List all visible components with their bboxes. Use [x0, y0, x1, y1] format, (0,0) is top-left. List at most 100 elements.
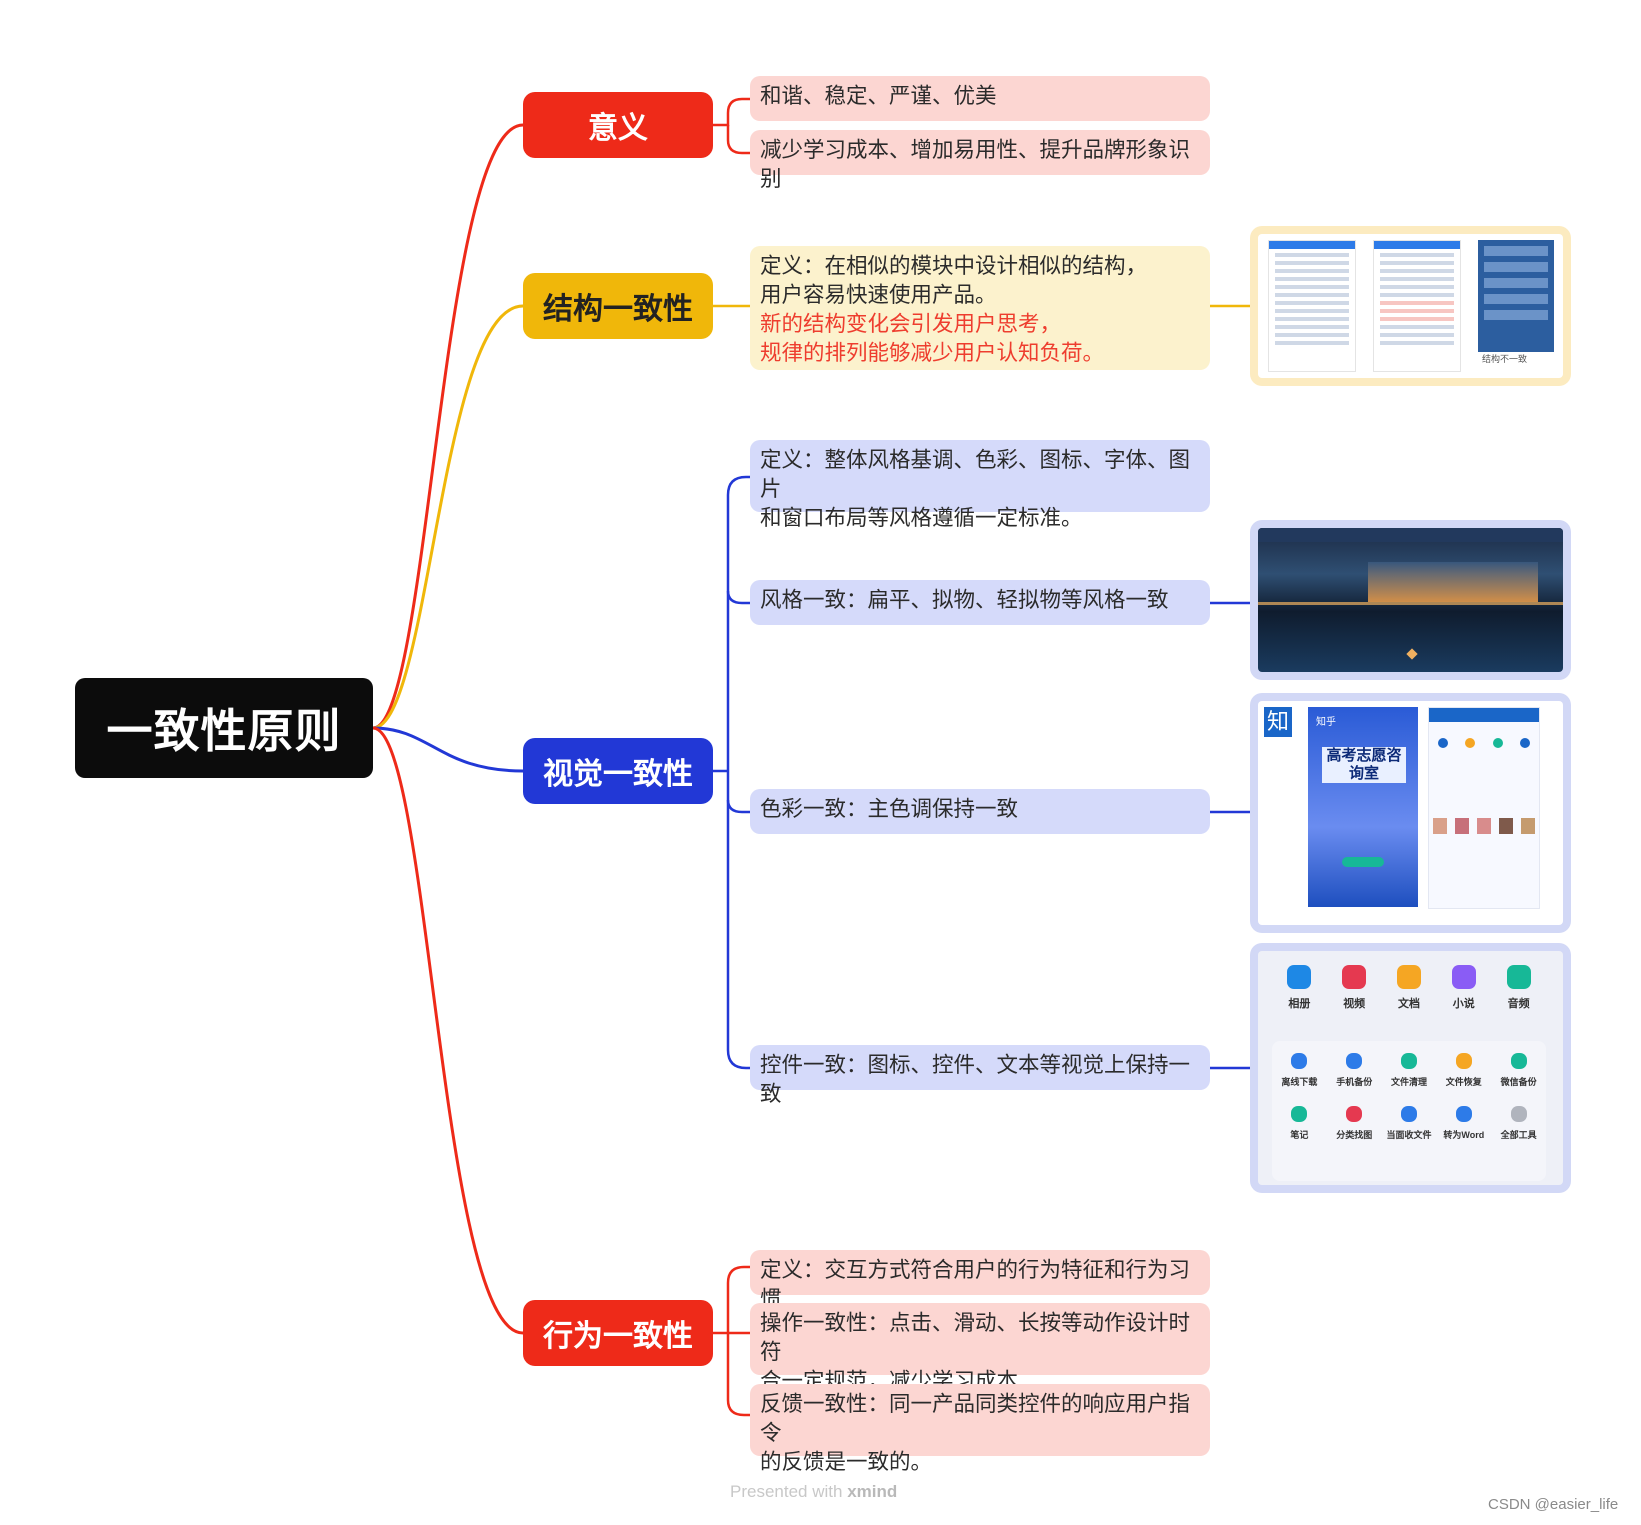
zhihu-poster-brand: 知乎 — [1316, 717, 1336, 728]
branch-behavior[interactable]: 行为一致性 — [523, 1300, 713, 1366]
behavior-operation[interactable]: 操作一致性：点击、滑动、长按等动作设计时符 合一定规范，减少学习成本 — [750, 1303, 1210, 1393]
top-app-item[interactable]: 相册 — [1272, 965, 1327, 1011]
visual-color-text: 色彩一致：主色调保持一致 — [760, 797, 1019, 821]
zhihu-app-icons — [1429, 738, 1539, 748]
tool-app-label: 分类找图 — [1336, 1130, 1373, 1140]
tool-app-item[interactable]: 文件恢复 — [1436, 1053, 1491, 1088]
branch-meaning[interactable]: 意义 — [523, 92, 713, 158]
tool-app-icon — [1455, 1053, 1472, 1069]
top-icons-grid: 相册 视频 文档 小说 音频 — [1272, 965, 1546, 1011]
visual-definition-line-2: 和窗口布局等风格遵循一定标准。 — [760, 506, 1083, 530]
tool-app-label: 微信备份 — [1500, 1077, 1537, 1087]
branch-visual[interactable]: 视觉一致性 — [523, 738, 713, 804]
root-topic[interactable]: 一致性原则 — [75, 678, 373, 778]
museum-horizon — [1258, 602, 1563, 605]
tool-app-item[interactable]: 当面收文件 — [1382, 1106, 1437, 1141]
tool-app-icon — [1291, 1106, 1308, 1122]
tool-app-item[interactable]: 离线下载 — [1272, 1053, 1327, 1088]
structure-note-line-2: 规律的排列能够减少用户认知负荷。 — [760, 341, 1105, 365]
structure-list-mock-2 — [1373, 240, 1461, 372]
color-image[interactable]: 知 知乎 高考志愿咨询室 — [1250, 693, 1571, 933]
tool-app-label: 离线下载 — [1281, 1077, 1318, 1087]
tool-app-icon — [1291, 1053, 1308, 1069]
structure-definition-line-2: 用户容易快速使用产品。 — [760, 283, 997, 307]
museum-nav-bar — [1258, 528, 1563, 542]
control-image[interactable]: 相册 视频 文档 小说 音频 离线下载手机备份文件清理 文件恢复 微信备份笔记 分类找图 当面收… — [1250, 943, 1571, 1193]
meaning-item-2-text: 减少学习成本、增加易用性、提升品牌形象识别 — [760, 138, 1191, 191]
csdn-watermark: CSDN @easier_life — [1488, 1496, 1619, 1513]
meaning-item-1-text: 和谐、稳定、严谨、优美 — [760, 84, 997, 108]
structure-image[interactable]: 结构不一致 — [1250, 226, 1571, 386]
tools-card: 离线下载手机备份文件清理 文件恢复 微信备份笔记 分类找图 当面收文件 转为Word 全部工… — [1272, 1041, 1546, 1181]
tool-app-item[interactable]: 手机备份 — [1327, 1053, 1382, 1088]
tool-app-item[interactable]: 转为Word — [1436, 1106, 1491, 1141]
top-app-item[interactable]: 文档 — [1382, 965, 1437, 1011]
tool-app-icon — [1455, 1106, 1472, 1122]
tool-app-label: 转为Word — [1443, 1130, 1485, 1140]
top-app-icon — [1342, 965, 1367, 989]
museum-photo — [1258, 528, 1563, 672]
tool-app-icon — [1346, 1053, 1363, 1069]
carousel-dot-icon[interactable] — [1406, 648, 1418, 660]
top-app-label: 文档 — [1397, 998, 1420, 1010]
meaning-item-2[interactable]: 减少学习成本、增加易用性、提升品牌形象识别 — [750, 130, 1210, 191]
visual-style-text: 风格一致：扁平、拟物、轻拟物等风格一致 — [760, 588, 1169, 612]
behavior-definition[interactable]: 定义：交互方式符合用户的行为特征和行为习惯 — [750, 1250, 1210, 1311]
zhihu-poster-button[interactable] — [1342, 857, 1384, 867]
visual-color[interactable]: 色彩一致：主色调保持一致 — [750, 789, 1210, 834]
top-app-icon — [1506, 965, 1531, 989]
visual-control[interactable]: 控件一致：图标、控件、文本等视觉上保持一致 — [750, 1045, 1210, 1106]
behavior-feedback-line-2: 的反馈是一致的。 — [760, 1450, 933, 1474]
structure-definition[interactable]: 定义：在相似的模块中设计相似的结构， 用户容易快速使用产品。 新的结构变化会引发… — [750, 246, 1210, 370]
tool-app-item[interactable]: 全部工具 — [1491, 1106, 1546, 1141]
visual-control-text: 控件一致：图标、控件、文本等视觉上保持一致 — [760, 1053, 1191, 1106]
structure-mock: 结构不一致 — [1258, 234, 1563, 378]
zhihu-poster-title: 高考志愿咨询室 — [1322, 747, 1406, 783]
tool-app-icon — [1346, 1106, 1363, 1122]
tool-app-label: 文件恢复 — [1445, 1077, 1482, 1087]
top-app-label: 视频 — [1343, 998, 1366, 1010]
top-app-item[interactable]: 小说 — [1436, 965, 1491, 1011]
top-app-label: 小说 — [1452, 998, 1475, 1010]
tool-app-label: 文件清理 — [1390, 1077, 1427, 1087]
tool-app-icon — [1400, 1106, 1417, 1122]
tool-app-icon — [1510, 1106, 1527, 1122]
museum-building — [1368, 562, 1538, 602]
tool-app-item[interactable]: 微信备份 — [1491, 1053, 1546, 1088]
behavior-feedback[interactable]: 反馈一致性：同一产品同类控件的响应用户指令 的反馈是一致的。 — [750, 1384, 1210, 1474]
tool-app-item[interactable]: 文件清理 — [1382, 1053, 1437, 1088]
top-app-icon — [1287, 965, 1312, 989]
structure-image-caption: 结构不一致 — [1482, 354, 1528, 364]
top-app-item[interactable]: 音频 — [1491, 965, 1546, 1011]
app-icons-mock: 相册 视频 文档 小说 音频 离线下载手机备份文件清理 文件恢复 微信备份笔记 分类找图 当面收… — [1258, 951, 1563, 1185]
visual-style[interactable]: 风格一致：扁平、拟物、轻拟物等风格一致 — [750, 580, 1210, 625]
top-app-label: 音频 — [1507, 998, 1530, 1010]
tool-app-icon — [1400, 1053, 1417, 1069]
presented-with-footer: Presented with xmind — [730, 1482, 897, 1502]
zhihu-poster: 知乎 高考志愿咨询室 — [1308, 707, 1418, 907]
top-app-icon — [1396, 965, 1421, 989]
visual-definition[interactable]: 定义：整体风格基调、色彩、图标、字体、图片 和窗口布局等风格遵循一定标准。 — [750, 440, 1210, 530]
zhihu-mock: 知 知乎 高考志愿咨询室 — [1258, 701, 1563, 925]
tool-app-item[interactable]: 分类找图 — [1327, 1106, 1382, 1141]
branch-structure[interactable]: 结构一致性 — [523, 273, 713, 339]
zhihu-app-screen — [1428, 707, 1540, 909]
tool-app-item[interactable]: 笔记 — [1272, 1106, 1327, 1141]
tool-app-icon — [1510, 1053, 1527, 1069]
footer-prefix: Presented with — [730, 1482, 848, 1501]
structure-list-mock-3 — [1478, 240, 1554, 352]
style-image[interactable] — [1250, 520, 1571, 680]
xmind-brand: xmind — [847, 1482, 898, 1501]
behavior-feedback-line-1: 反馈一致性：同一产品同类控件的响应用户指令 — [760, 1392, 1191, 1445]
zhihu-logo: 知 — [1264, 707, 1292, 737]
zhihu-app-thumbs — [1429, 818, 1539, 834]
visual-definition-line-1: 定义：整体风格基调、色彩、图标、字体、图片 — [760, 448, 1191, 501]
tool-app-label: 笔记 — [1290, 1130, 1309, 1140]
meaning-item-1[interactable]: 和谐、稳定、严谨、优美 — [750, 76, 1210, 121]
structure-note-line-1: 新的结构变化会引发用户思考， — [760, 312, 1062, 336]
tool-app-label: 当面收文件 — [1386, 1130, 1432, 1140]
top-app-label: 相册 — [1288, 998, 1311, 1010]
behavior-operation-line-1: 操作一致性：点击、滑动、长按等动作设计时符 — [760, 1311, 1191, 1364]
top-app-item[interactable]: 视频 — [1327, 965, 1382, 1011]
